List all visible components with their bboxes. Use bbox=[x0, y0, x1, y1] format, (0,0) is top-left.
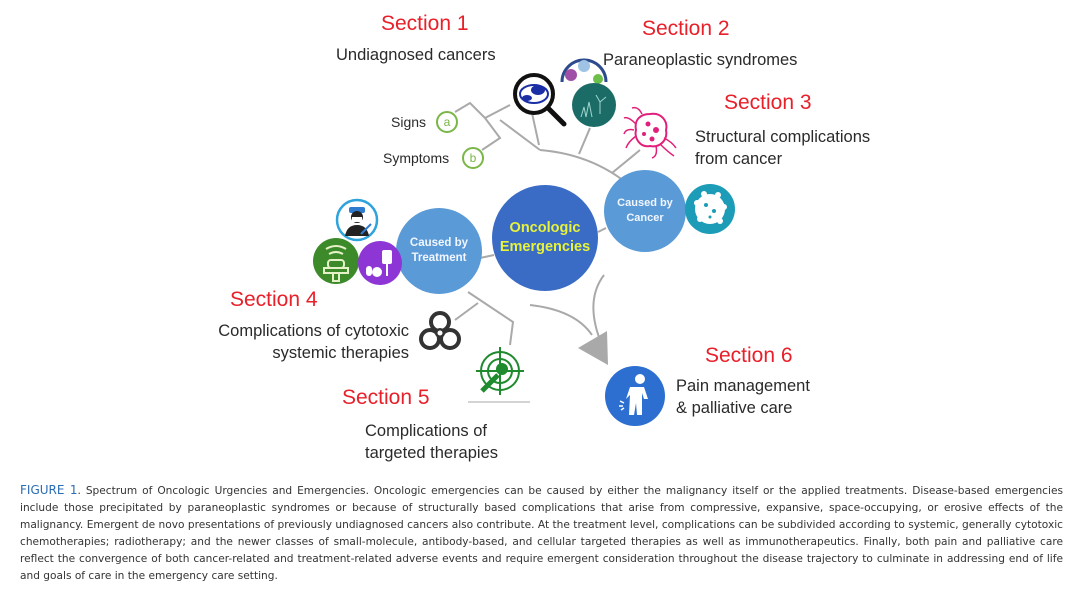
section-1-desc: Undiagnosed cancers bbox=[336, 46, 496, 64]
caused-by-cancer-line2: Cancer bbox=[626, 212, 664, 224]
surgeon-icon bbox=[335, 198, 379, 242]
section-3-desc-line2: from cancer bbox=[695, 150, 783, 168]
section-4-title: Section 4 bbox=[230, 288, 318, 311]
oncologic-emergencies-diagram: Section 1 Undiagnosed cancers Signs a Sy… bbox=[218, 12, 871, 462]
center-node-line1: Oncologic bbox=[509, 220, 581, 236]
connector-section3 bbox=[611, 149, 641, 174]
molecule-cells-icon bbox=[560, 58, 616, 127]
section-3-desc-line1: Structural complications bbox=[695, 128, 871, 146]
section-2-desc: Paraneoplastic syndromes bbox=[603, 51, 798, 69]
caused-by-cancer-line1: Caused by bbox=[617, 197, 673, 209]
connector-section2 bbox=[578, 127, 591, 155]
symptoms-letter-badge: b bbox=[462, 147, 484, 169]
section-6-desc-line1: Pain management bbox=[676, 377, 810, 395]
section-5-desc-line2: targeted therapies bbox=[365, 444, 499, 462]
section-5-title: Section 5 bbox=[342, 386, 430, 409]
pain-person-icon bbox=[605, 366, 665, 426]
connector-section5 bbox=[467, 291, 515, 346]
biohazard-icon bbox=[419, 311, 461, 350]
radiotherapy-icon bbox=[313, 238, 359, 284]
connector-section4 bbox=[454, 302, 479, 321]
section-6-title: Section 6 bbox=[705, 344, 793, 367]
chemotherapy-icon bbox=[358, 241, 402, 285]
section-3-title: Section 3 bbox=[724, 91, 812, 114]
tumor-cell-icon bbox=[623, 106, 677, 159]
caused-by-cancer-node: Caused by Cancer bbox=[604, 170, 686, 252]
section-2-title: Section 2 bbox=[642, 17, 730, 40]
center-node-line2: Emergencies bbox=[499, 239, 591, 255]
connector-symptoms bbox=[481, 117, 502, 151]
symptoms-label: Symptoms bbox=[383, 150, 450, 166]
section-4-desc-line1: Complications of cytotoxic bbox=[218, 322, 409, 340]
connector-arc-section6-b bbox=[592, 274, 605, 341]
caused-by-treatment-line1: Caused by bbox=[409, 237, 469, 249]
connector-lines bbox=[454, 101, 641, 403]
connector-signs bbox=[454, 101, 486, 119]
target-syringe-icon bbox=[476, 347, 524, 395]
cancer-cell-icon bbox=[685, 184, 735, 234]
section-1-title: Section 1 bbox=[381, 12, 469, 35]
figure-caption-text: . Spectrum of Oncologic Urgencies and Em… bbox=[20, 485, 1063, 582]
arrowhead-icon bbox=[578, 331, 608, 365]
figure-label: FIGURE 1 bbox=[20, 483, 78, 497]
magnifier-cell-icon bbox=[513, 73, 567, 127]
connector-section1 bbox=[531, 112, 540, 146]
section-6-desc-line2: & palliative care bbox=[676, 399, 793, 417]
figure-caption: FIGURE 1. Spectrum of Oncologic Urgencie… bbox=[20, 482, 1063, 584]
section-5-desc-line1: Complications of bbox=[365, 422, 487, 440]
section-4-desc-line2: systemic therapies bbox=[272, 344, 409, 362]
signs-label: Signs bbox=[391, 114, 427, 130]
oncologic-emergencies-node: Oncologic Emergencies bbox=[492, 185, 598, 291]
signs-letter-badge: a bbox=[436, 111, 458, 133]
connector-arc-section6-a bbox=[529, 304, 593, 336]
caused-by-treatment-node: Caused by Treatment bbox=[396, 208, 482, 294]
caused-by-treatment-line2: Treatment bbox=[411, 252, 467, 264]
